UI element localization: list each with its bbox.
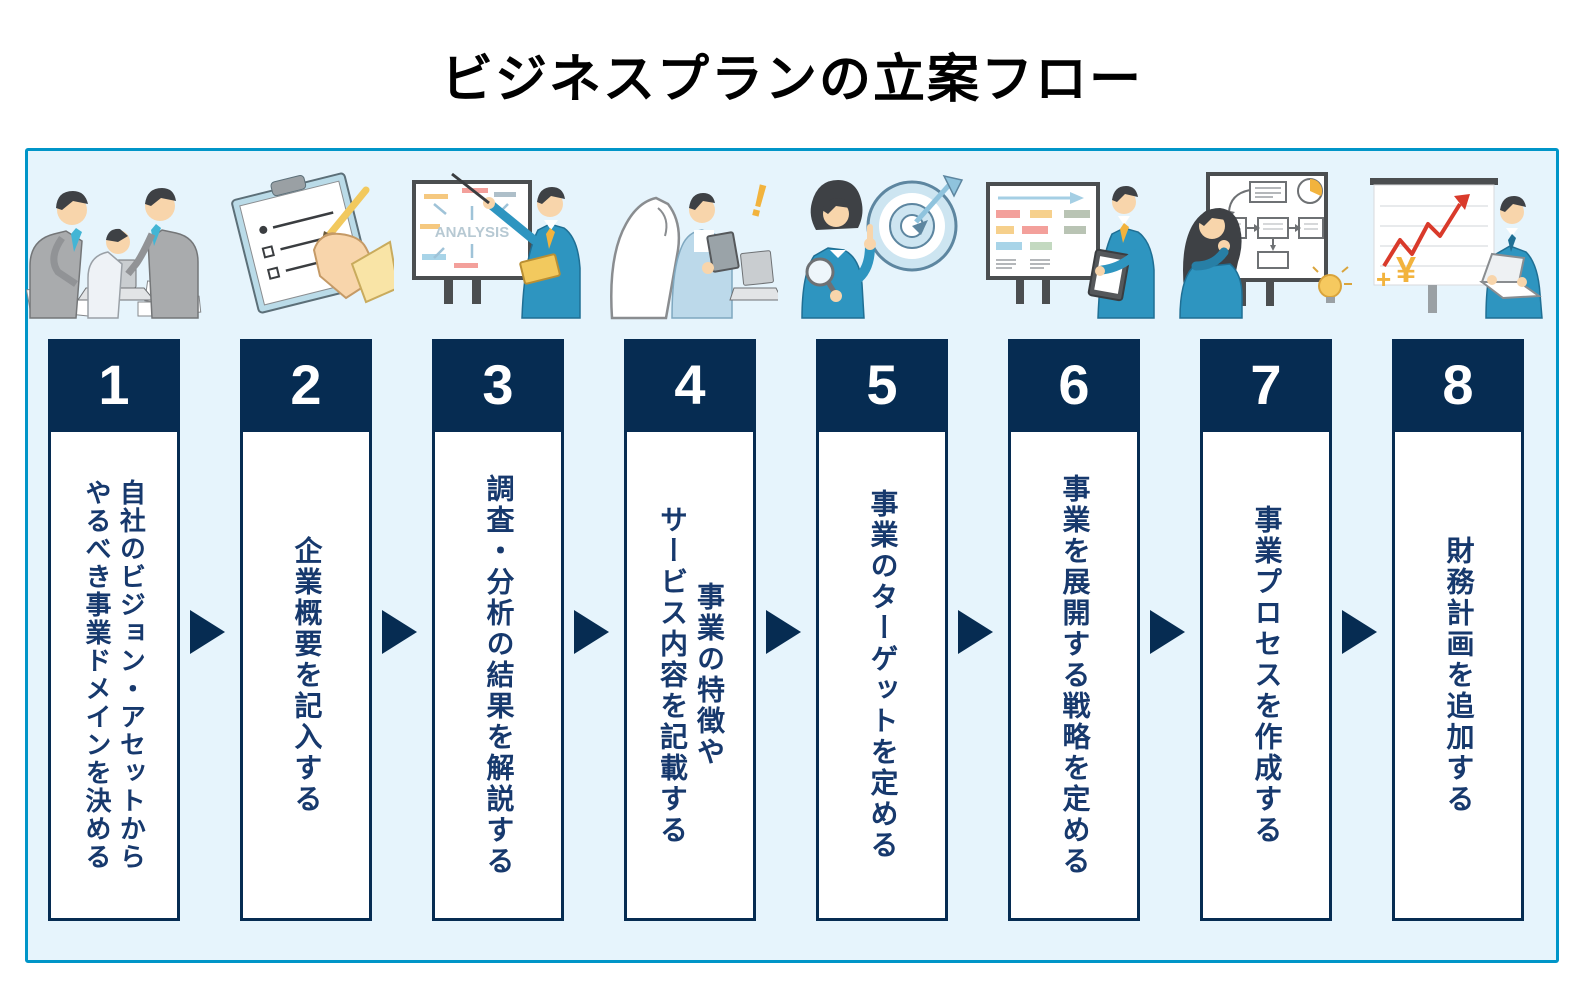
step-description-box: 財務計画を追加する — [1392, 429, 1524, 921]
flow-arrow-icon — [766, 610, 801, 654]
step-description-line: 財務計画を追加する — [1443, 535, 1475, 815]
step-description-line: やるべき事業ドメインを決める — [82, 479, 112, 871]
step-description-box: 自社のビジョン・アセットから やるべき事業ドメインを決める — [48, 429, 180, 921]
step-description-line: 事業の特徴や — [693, 582, 725, 768]
step-number-badge: 6 — [1008, 339, 1140, 429]
presenter-analysis-whiteboard-illustration: ANALYSIS — [410, 167, 586, 321]
man-laptop-growth-chart-illustration: + ¥ — [1370, 167, 1546, 321]
step-number: 7 — [1250, 352, 1282, 416]
step-column-6: 6 事業を展開する戦略を定める — [986, 151, 1155, 960]
plus-symbol: + — [1376, 264, 1391, 294]
step-column-8: + ¥ 8 財務計画を追加する — [1370, 151, 1543, 960]
step-number-badge: 1 — [48, 339, 180, 429]
two-people-discussing-tablet-illustration: ! — [602, 167, 778, 321]
step-description-line: 事業を展開する戦略を定める — [1059, 473, 1091, 877]
analysis-board-text: ANALYSIS — [435, 224, 509, 241]
step-description-line: 事業のターゲットを定める — [867, 489, 899, 861]
flow-arrow-icon — [958, 610, 993, 654]
step-column-3: ANALYSIS 3 調査・分析の結果を解説する — [412, 151, 581, 960]
step-number-badge: 4 — [624, 339, 756, 429]
step-number-badge: 2 — [240, 339, 372, 429]
step-description-line: サービス内容を記載する — [657, 504, 688, 846]
yen-symbol: ¥ — [1396, 249, 1416, 290]
step-number: 1 — [98, 352, 130, 416]
hand-writing-on-clipboard-illustration — [218, 167, 394, 321]
team-reviewing-documents-illustration — [26, 167, 202, 321]
step-column-1: 1 自社のビジョン・アセットから やるべき事業ドメインを決める — [26, 151, 202, 960]
step-description-box: 事業の特徴や サービス内容を記載する — [624, 429, 756, 921]
flow-arrow-icon — [574, 610, 609, 654]
step-number: 6 — [1058, 352, 1090, 416]
woman-thinking-flowchart-illustration — [1178, 167, 1354, 321]
flow-arrow-icon — [1150, 610, 1185, 654]
step-column-2: 2 企業概要を記入する — [231, 151, 394, 960]
step-column-5: 5 事業のターゲットを定める — [801, 151, 964, 960]
step-number: 4 — [674, 352, 706, 416]
presenter-strategy-board-illustration — [986, 167, 1162, 321]
flow-arrow-icon — [190, 610, 225, 654]
page-title: ビジネスプランの立案フロー — [440, 50, 1143, 109]
step-number: 5 — [866, 352, 898, 416]
step-number-badge: 5 — [816, 339, 948, 429]
step-column-7: 7 事業プロセスを作成する — [1179, 151, 1352, 960]
title-bar: ビジネスプランの立案フロー — [0, 0, 1584, 148]
step-description-line: 事業プロセスを作成する — [1251, 504, 1283, 846]
step-description-line: 調査・分析の結果を解説する — [483, 473, 515, 877]
step-number-badge: 8 — [1392, 339, 1524, 429]
step-number: 2 — [290, 352, 322, 416]
step-number-badge: 7 — [1200, 339, 1332, 429]
step-number: 8 — [1442, 352, 1474, 416]
step-description-box: 調査・分析の結果を解説する — [432, 429, 564, 921]
flow-panel: 1 自社のビジョン・アセットから やるべき事業ドメインを決める — [25, 148, 1559, 963]
step-number-badge: 3 — [432, 339, 564, 429]
step-column-4: ! 4 事業の特徴や サービス内容を記載する — [610, 151, 778, 960]
step-description-box: 企業概要を記入する — [240, 429, 372, 921]
step-number: 3 — [482, 352, 514, 416]
woman-magnifier-target-illustration — [794, 167, 970, 321]
step-description-box: 事業プロセスを作成する — [1200, 429, 1332, 921]
flow-arrow-icon — [1342, 610, 1377, 654]
step-description-line: 自社のビジョン・アセットから — [116, 479, 147, 871]
step-description-line: 企業概要を記入する — [291, 535, 323, 815]
step-description-box: 事業のターゲットを定める — [816, 429, 948, 921]
exclamation-mark: ! — [746, 173, 773, 227]
flow-arrow-icon — [382, 610, 417, 654]
step-description-box: 事業を展開する戦略を定める — [1008, 429, 1140, 921]
